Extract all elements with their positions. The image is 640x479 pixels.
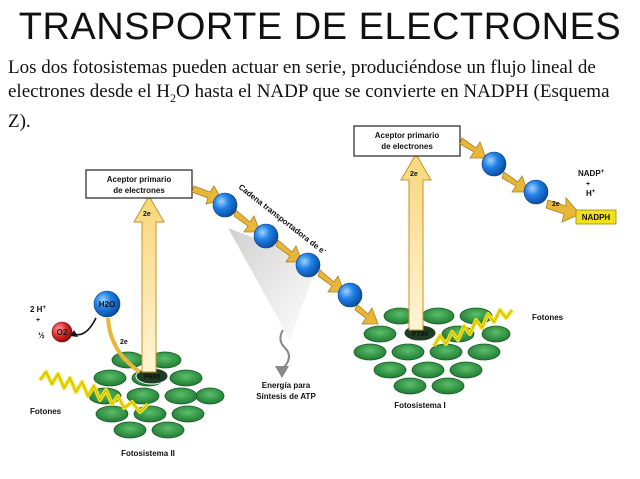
h2o-label: H2O [99, 300, 115, 309]
nadp-2e-label: 2e [552, 201, 560, 208]
intro-text-2: O hasta el NADP que se convierte en NADP… [8, 81, 610, 132]
water-2e-label: 2e [120, 339, 128, 346]
acceptor-1-line2: de electrones [113, 186, 165, 195]
atp-energy-arrow [279, 329, 290, 371]
oxygen-molecule [51, 321, 73, 343]
half-label: ½ [38, 331, 45, 340]
plus-sign: + [586, 181, 590, 188]
page-title: TRANSPORTE DE ELECTRONES [18, 6, 622, 48]
photons-right-label: Fotones [532, 313, 564, 322]
nadp-plus-label: NADP+ [578, 169, 605, 178]
plus-sign-left: + [36, 317, 40, 324]
h-plus-label: H+ [586, 189, 596, 198]
acceptor-2-line1: Aceptor primario [375, 131, 440, 140]
acceptor-1-line1: Aceptor primario [107, 175, 172, 184]
ps2-2e-label: 2e [143, 211, 151, 218]
photon-zigzag-right-outline [433, 309, 513, 347]
atp-label-line2: Síntesis de ATP [256, 392, 316, 401]
p680-label: P680 [144, 374, 160, 381]
intro-text-1: Los dos fotosistemas pueden actuar en se… [8, 57, 596, 102]
intro-subscript: 2 [169, 90, 176, 105]
atp-arrowhead [275, 366, 289, 378]
acceptor-2-line2: de electrones [381, 142, 433, 151]
electron-carriers [212, 151, 549, 308]
nadph-box [575, 209, 617, 225]
o2-label: O2 [57, 328, 68, 337]
ps2-energy-beam [133, 194, 165, 373]
nadph-label: NADPH [582, 213, 611, 222]
transport-chain-arrows [191, 137, 581, 325]
photon-zigzag-left-outline [39, 371, 149, 413]
water-to-p680-arrow [106, 317, 142, 374]
primary-acceptor-box-1 [85, 169, 193, 199]
ps2-label: Fotosistema II [121, 449, 175, 458]
water-arrowhead [70, 330, 78, 337]
water-to-oxygen-arrow [73, 317, 97, 336]
ps1-2e-label: 2e [410, 171, 418, 178]
intro-paragraph: Los dos fotosistemas pueden actuar en se… [8, 56, 628, 134]
atp-label-line1: Energía para [262, 381, 311, 390]
p700-label: P700 [412, 331, 428, 338]
ps1-label: Fotosistema I [394, 401, 446, 410]
primary-acceptor-box-2 [353, 125, 461, 157]
photosystem-i-discs [353, 307, 511, 395]
water-molecule [93, 290, 121, 318]
ps1-energy-beam [400, 152, 432, 331]
photons-left-label: Fotones [30, 407, 62, 416]
two-h-plus-label: 2 H+ [30, 305, 46, 314]
